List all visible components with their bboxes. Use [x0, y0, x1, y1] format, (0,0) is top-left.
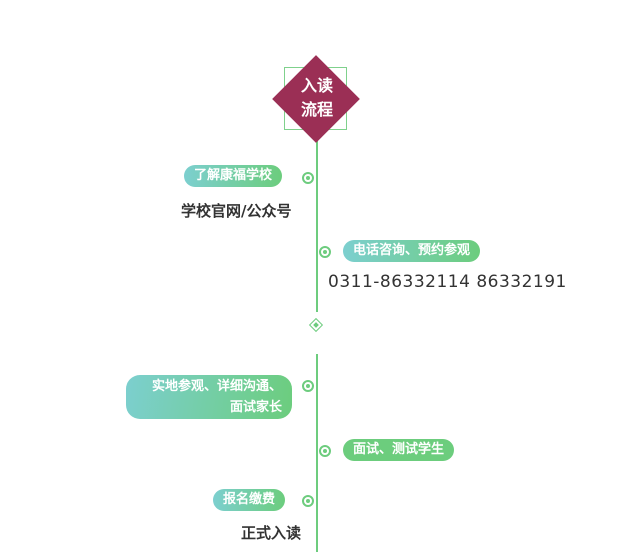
step-1-node-icon [302, 172, 314, 184]
step-2-detail: 0311-86332114 86332191 [328, 272, 567, 292]
step-5-node-icon [302, 495, 314, 507]
step-4-label: 面试、测试学生 [343, 439, 455, 461]
timeline-line-lower [316, 354, 318, 552]
step-2-label: 电话咨询、预约参观 [343, 240, 481, 262]
timeline-line-upper [316, 132, 318, 312]
step-3-node-icon [302, 380, 314, 392]
step-1-detail: 学校官网/公众号 [181, 202, 292, 220]
header-title-line1: 入读 [300, 76, 333, 95]
step-3-label-line2: 面试家长 [229, 400, 282, 415]
step-3-label-line1: 实地参观、详细沟通、 [151, 379, 282, 394]
step-5-detail: 正式入读 [241, 524, 302, 542]
step-3-label: 实地参观、详细沟通、 面试家长 [126, 375, 292, 419]
step-2-node-icon [319, 246, 331, 258]
step-5-label: 报名缴费 [213, 489, 286, 511]
step-1-label: 了解康福学校 [184, 165, 283, 187]
header-title-line2: 流程 [300, 100, 333, 119]
header-title: 入读 流程 [275, 74, 359, 122]
step-4-node-icon [319, 445, 331, 457]
timeline-separator-diamond-icon [308, 317, 324, 333]
